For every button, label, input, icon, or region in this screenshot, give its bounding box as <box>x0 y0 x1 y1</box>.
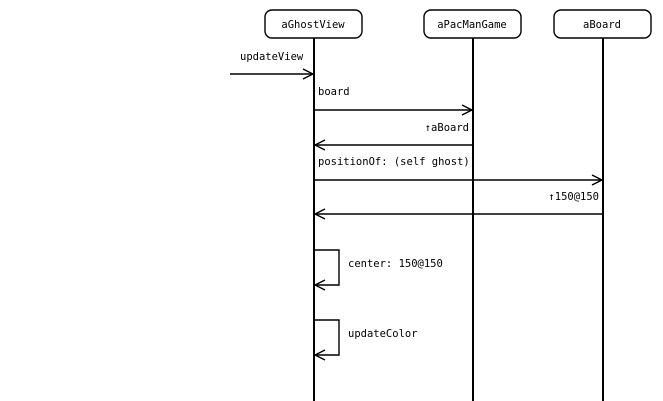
return-point: ↑150@150 <box>315 191 603 214</box>
participant-label: aGhostView <box>281 19 345 31</box>
message-label: ↑aBoard <box>425 122 469 134</box>
message-updateview: updateView <box>230 51 313 74</box>
message-label: updateView <box>240 51 304 63</box>
participant-label: aPacManGame <box>437 19 507 31</box>
participant-aboard: aBoard <box>553 9 652 39</box>
participant-aghostview: aGhostView <box>264 9 363 39</box>
message-label: board <box>318 86 350 98</box>
message-label: center: 150@150 <box>348 258 443 270</box>
self-message-updatecolor: updateColor <box>314 319 418 355</box>
message-label: positionOf: (self ghost) <box>318 156 470 168</box>
message-label: ↑150@150 <box>548 191 599 203</box>
self-message-center: center: 150@150 <box>314 249 443 285</box>
message-positionof: positionOf: (self ghost) <box>314 156 602 180</box>
message-label: updateColor <box>348 328 418 340</box>
participant-label: aBoard <box>583 19 621 31</box>
return-aboard: ↑aBoard <box>315 122 473 145</box>
participant-apacmangame: aPacManGame <box>423 9 522 39</box>
message-board: board <box>314 86 472 110</box>
